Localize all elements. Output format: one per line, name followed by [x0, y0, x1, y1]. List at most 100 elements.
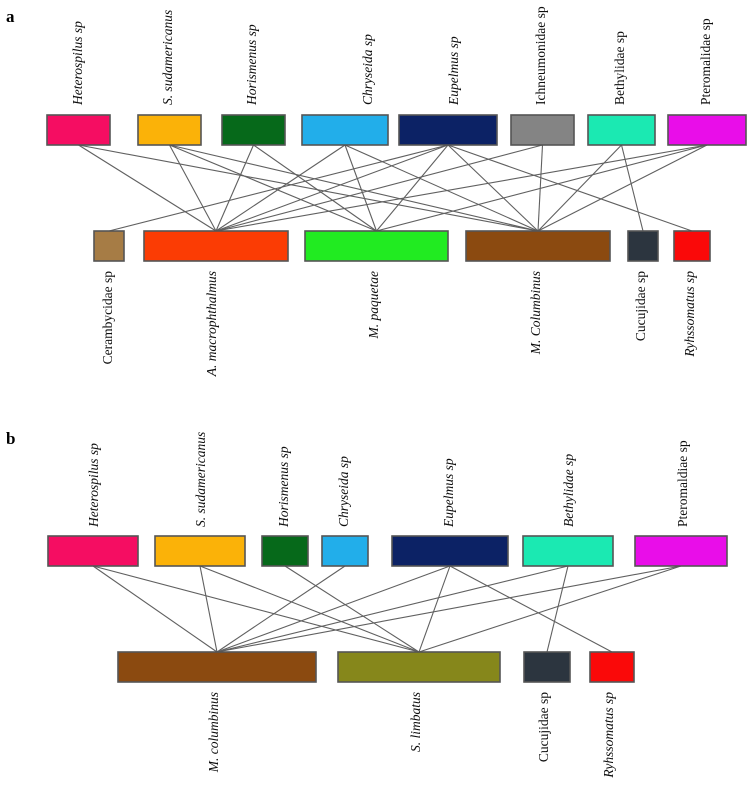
edge-b-t5-to-b-b2: [546, 565, 569, 653]
node-box-b-t3[interactable]: [321, 535, 369, 567]
network-node-b-t4[interactable]: Eupelmus sp: [391, 458, 509, 567]
network-node-a-t1[interactable]: S. sudamericanus: [137, 10, 202, 146]
panel-letter-a: a: [6, 7, 15, 26]
network-node-a-t3[interactable]: Chryseida sp: [301, 34, 389, 146]
node-label-a-t6: Bethylidae sp: [612, 31, 627, 105]
network-node-a-t7[interactable]: Pteromalidae sp: [667, 18, 747, 146]
node-label-a-b3: M. Columbinus: [528, 271, 543, 355]
node-label-b-b3: Ryhssomatus sp: [601, 692, 616, 779]
network-node-b-t6[interactable]: Pteromaldiae sp: [634, 440, 728, 567]
edge-b-t4-to-b-b1: [418, 565, 451, 653]
edge-a-t2-to-a-b2: [253, 144, 377, 232]
network-node-a-t6[interactable]: Bethylidae sp: [587, 31, 656, 146]
node-box-b-b0[interactable]: [117, 651, 317, 683]
node-box-a-t6[interactable]: [587, 114, 656, 146]
node-label-b-b2: Cucujidae sp: [536, 692, 551, 762]
edge-a-t7-to-a-b2: [376, 144, 708, 232]
node-box-a-b1[interactable]: [143, 230, 289, 262]
node-box-a-b4[interactable]: [627, 230, 659, 262]
edge-a-t0-to-a-b3: [78, 144, 539, 232]
node-label-a-b0: Cerambycidae sp: [100, 271, 115, 365]
node-label-a-t7: Pteromalidae sp: [698, 18, 713, 105]
edge-a-t0-to-a-b1: [78, 144, 217, 232]
network-node-b-b3[interactable]: Ryhssomatus sp: [589, 651, 635, 779]
edge-a-t7-to-a-b3: [537, 144, 708, 232]
network-node-b-t3[interactable]: Chryseida sp: [321, 456, 369, 567]
node-label-b-t0: Heterospilus sp: [86, 443, 101, 528]
node-label-a-t5: Ichneumonidae sp: [533, 6, 548, 105]
edge-b-t6-to-b-b0: [216, 565, 682, 653]
edge-layer-a: [78, 144, 708, 232]
node-label-b-t3: Chryseida sp: [336, 456, 351, 527]
network-node-a-t2[interactable]: Horismenus sp: [221, 24, 286, 146]
node-box-b-b1[interactable]: [337, 651, 501, 683]
node-label-a-t3: Chryseida sp: [360, 34, 375, 105]
edge-b-t1-to-b-b0: [199, 565, 218, 653]
network-node-b-t1[interactable]: S. sudamericanus: [154, 432, 246, 567]
node-label-a-t1: S. sudamericanus: [160, 10, 175, 105]
edge-a-t6-to-a-b3: [537, 144, 622, 232]
node-box-b-t1[interactable]: [154, 535, 246, 567]
network-node-b-t2[interactable]: Horismenus sp: [261, 446, 309, 567]
node-box-a-t0[interactable]: [46, 114, 111, 146]
edge-b-t0-to-b-b1: [92, 565, 420, 653]
edge-b-t3-to-b-b0: [216, 565, 346, 653]
node-box-a-b5[interactable]: [673, 230, 711, 262]
edge-b-t5-to-b-b0: [216, 565, 569, 653]
edge-b-t1-to-b-b1: [199, 565, 420, 653]
node-label-b-t2: Horismenus sp: [276, 446, 291, 528]
node-label-b-t1: S. sudamericanus: [193, 432, 208, 527]
network-node-b-t0[interactable]: Heterospilus sp: [47, 443, 139, 567]
network-node-b-b1[interactable]: S. limbatus: [337, 651, 501, 752]
edge-layer-b: [92, 565, 682, 653]
edge-a-t3-to-a-b3: [344, 144, 539, 232]
node-box-a-t1[interactable]: [137, 114, 202, 146]
node-box-a-b2[interactable]: [304, 230, 449, 262]
node-box-a-b0[interactable]: [93, 230, 125, 262]
node-label-b-b0: M. columbinus: [206, 692, 221, 773]
node-box-b-t6[interactable]: [634, 535, 728, 567]
node-label-b-t6: Pteromaldiae sp: [675, 440, 690, 527]
edge-a-t5-to-a-b1: [215, 144, 543, 232]
edge-b-t6-to-b-b1: [418, 565, 682, 653]
node-box-a-t2[interactable]: [221, 114, 286, 146]
node-label-b-t5: Bethylidae sp: [561, 454, 576, 527]
node-label-a-t4: Eupelmus sp: [446, 36, 461, 106]
network-node-b-t5[interactable]: Bethylidae sp: [522, 454, 614, 567]
node-box-b-b2[interactable]: [523, 651, 571, 683]
node-box-b-t4[interactable]: [391, 535, 509, 567]
node-label-b-b1: S. limbatus: [408, 692, 423, 752]
network-node-a-t4[interactable]: Eupelmus sp: [398, 36, 498, 146]
node-box-b-t0[interactable]: [47, 535, 139, 567]
node-box-a-t5[interactable]: [510, 114, 575, 146]
edge-b-t0-to-b-b0: [92, 565, 218, 653]
edge-b-t2-to-b-b1: [284, 565, 420, 653]
node-box-a-b3[interactable]: [465, 230, 611, 262]
network-node-a-t0[interactable]: Heterospilus sp: [46, 21, 111, 146]
node-box-b-b3[interactable]: [589, 651, 635, 683]
network-node-a-b4[interactable]: Cucujidae sp: [627, 230, 659, 341]
network-node-b-b0[interactable]: M. columbinus: [117, 651, 317, 773]
node-label-a-b2: M. paquetae: [366, 271, 381, 339]
node-box-a-t7[interactable]: [667, 114, 747, 146]
node-label-a-b1: A. macrophthalmus: [204, 271, 219, 377]
edge-a-t1-to-a-b2: [169, 144, 377, 232]
network-node-a-b1[interactable]: A. macrophthalmus: [143, 230, 289, 377]
network-node-a-b2[interactable]: M. paquetae: [304, 230, 449, 339]
node-box-a-t4[interactable]: [398, 114, 498, 146]
network-node-a-b3[interactable]: M. Columbinus: [465, 230, 611, 355]
node-box-a-t3[interactable]: [301, 114, 389, 146]
network-node-a-b0[interactable]: Cerambycidae sp: [93, 230, 125, 365]
network-node-a-b5[interactable]: Ryhssomatus sp: [673, 230, 711, 358]
edge-b-t4-to-b-b3: [449, 565, 613, 653]
edge-a-t3-to-a-b2: [344, 144, 378, 232]
node-box-b-t2[interactable]: [261, 535, 309, 567]
node-box-b-t5[interactable]: [522, 535, 614, 567]
edge-a-t1-to-a-b3: [169, 144, 539, 232]
network-node-b-b2[interactable]: Cucujidae sp: [523, 651, 571, 762]
network-node-a-t5[interactable]: Ichneumonidae sp: [510, 6, 575, 146]
edge-a-t1-to-a-b1: [169, 144, 217, 232]
